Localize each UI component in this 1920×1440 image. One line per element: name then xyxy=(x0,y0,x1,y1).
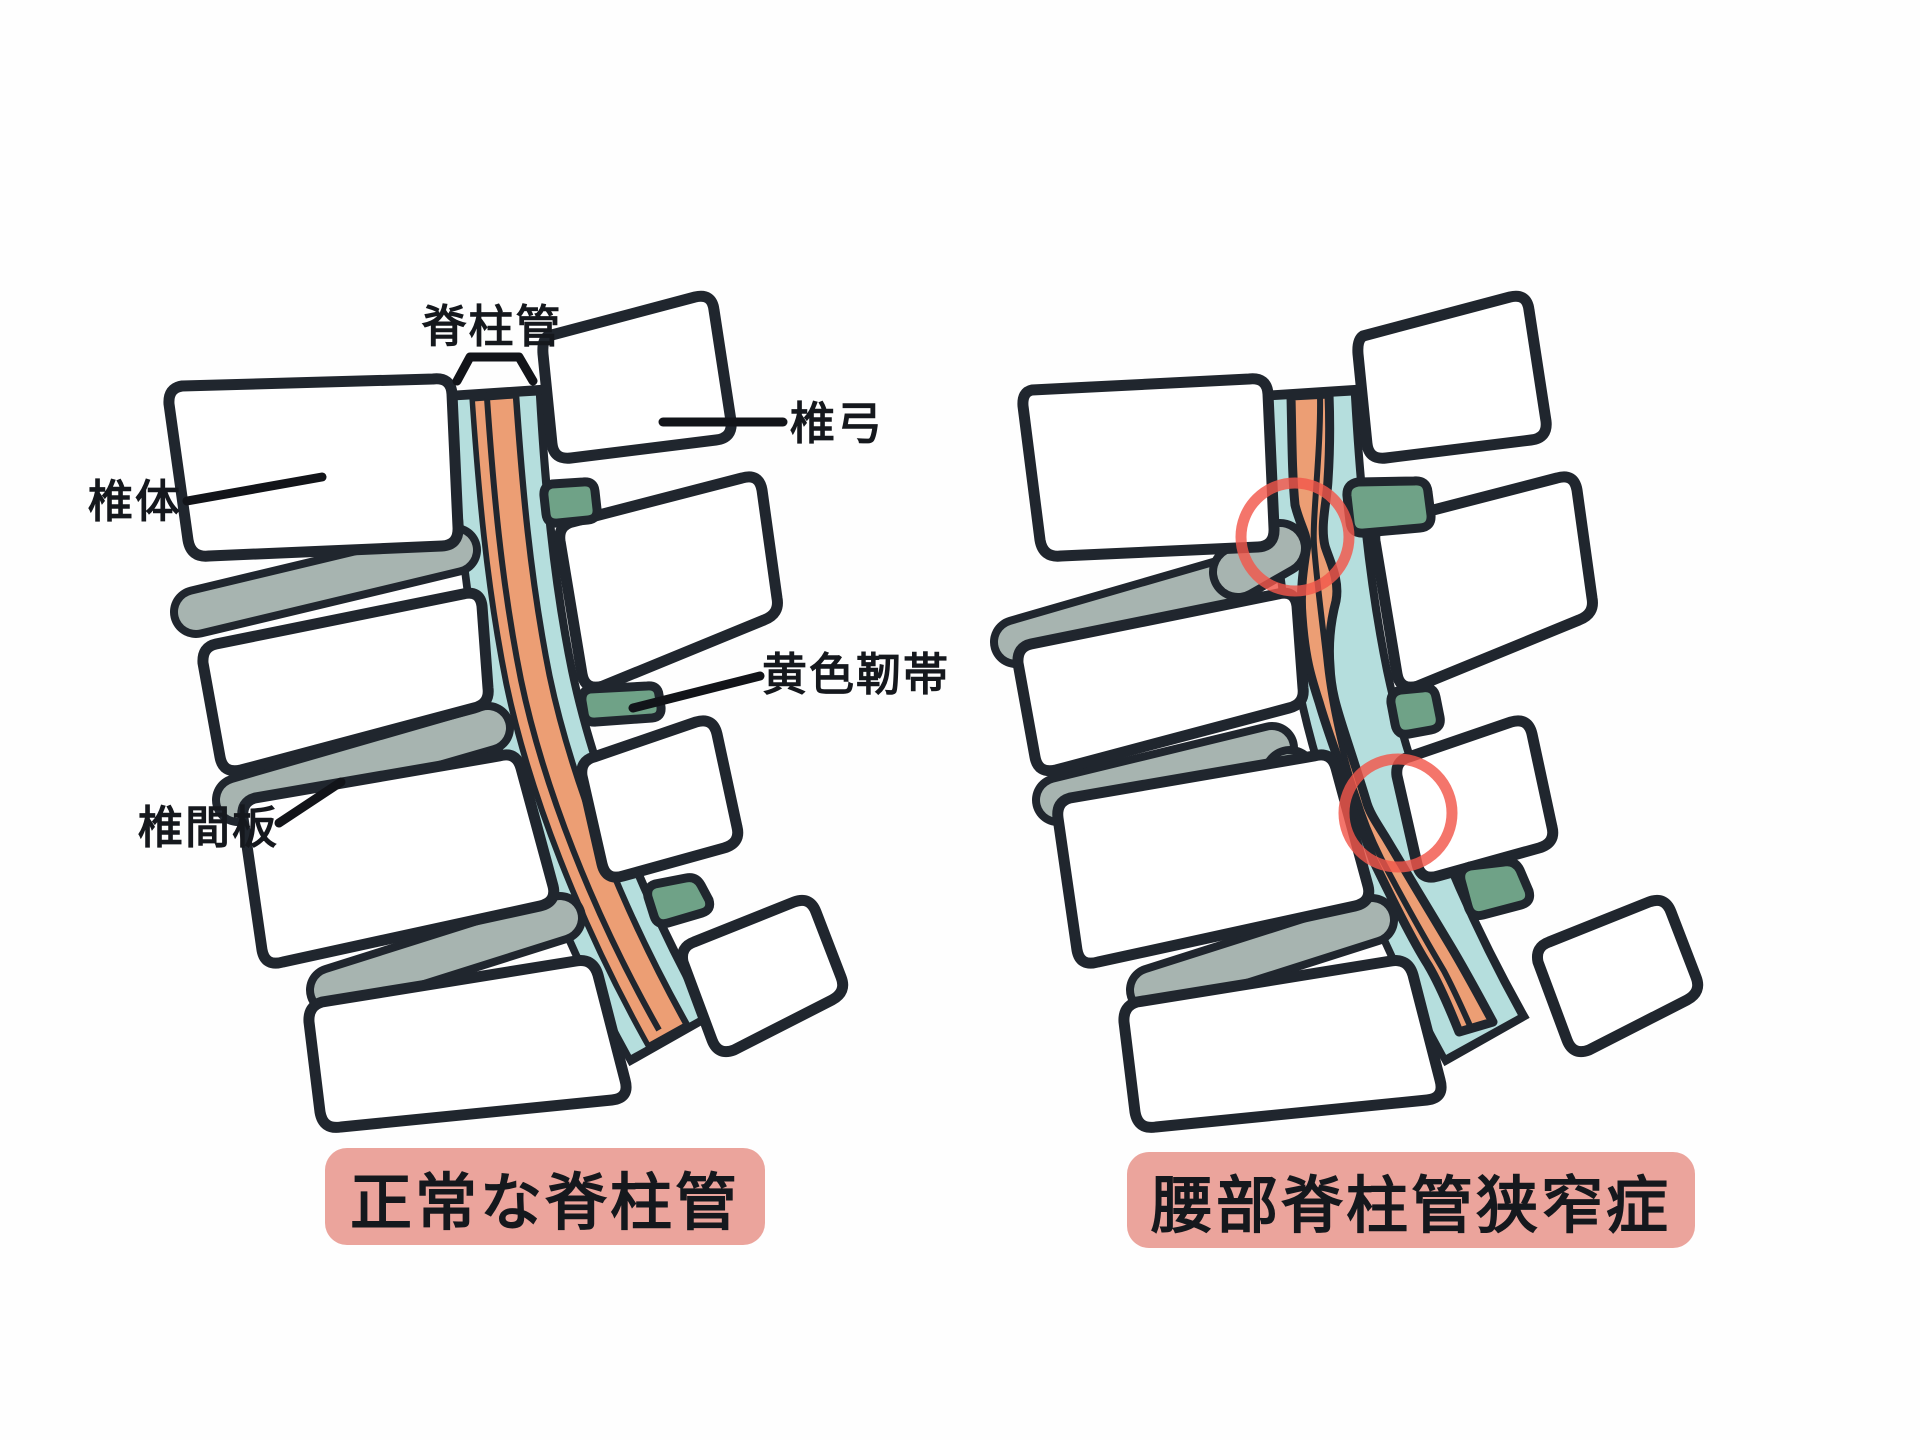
nerve-bundle xyxy=(475,398,683,1043)
normal-canal-title: 正常な脊柱管 xyxy=(325,1148,765,1245)
vertebral-bodies xyxy=(163,373,632,1133)
stenosis-highlight-circle-upper xyxy=(1235,477,1355,597)
intervertebral-discs xyxy=(170,524,586,1016)
ligamentum-flavum-shapes xyxy=(1342,476,1535,921)
spinal-canal-label: 脊柱管 xyxy=(421,300,563,353)
stenosis-title: 腰部脊柱管狭窄症 xyxy=(1127,1152,1695,1248)
stenosis-highlight-circle-lower xyxy=(1338,753,1458,873)
ligamentum-flavum-leader-line xyxy=(628,671,765,713)
annotation-lines xyxy=(182,352,788,828)
nerve-divider-line xyxy=(1310,395,1474,1030)
stenosis-spine-illustration xyxy=(990,290,1704,1133)
canal-bracket-icon xyxy=(452,352,538,386)
vertebral-bodies xyxy=(1012,373,1447,1133)
vertebral-body-leader-line xyxy=(182,472,327,506)
ligamentum-flavum-shapes xyxy=(539,477,715,929)
intervertebral-disc-label: 椎間板 xyxy=(138,801,280,854)
vertebral-arch-label: 椎弓 xyxy=(790,397,885,450)
intervertebral-disc-leader-line xyxy=(274,777,346,828)
vertebral-body-label: 椎体 xyxy=(88,475,183,528)
ligamentum-flavum-label: 黄色靭帯 xyxy=(762,648,951,701)
nerve-divider-line xyxy=(484,397,662,1032)
